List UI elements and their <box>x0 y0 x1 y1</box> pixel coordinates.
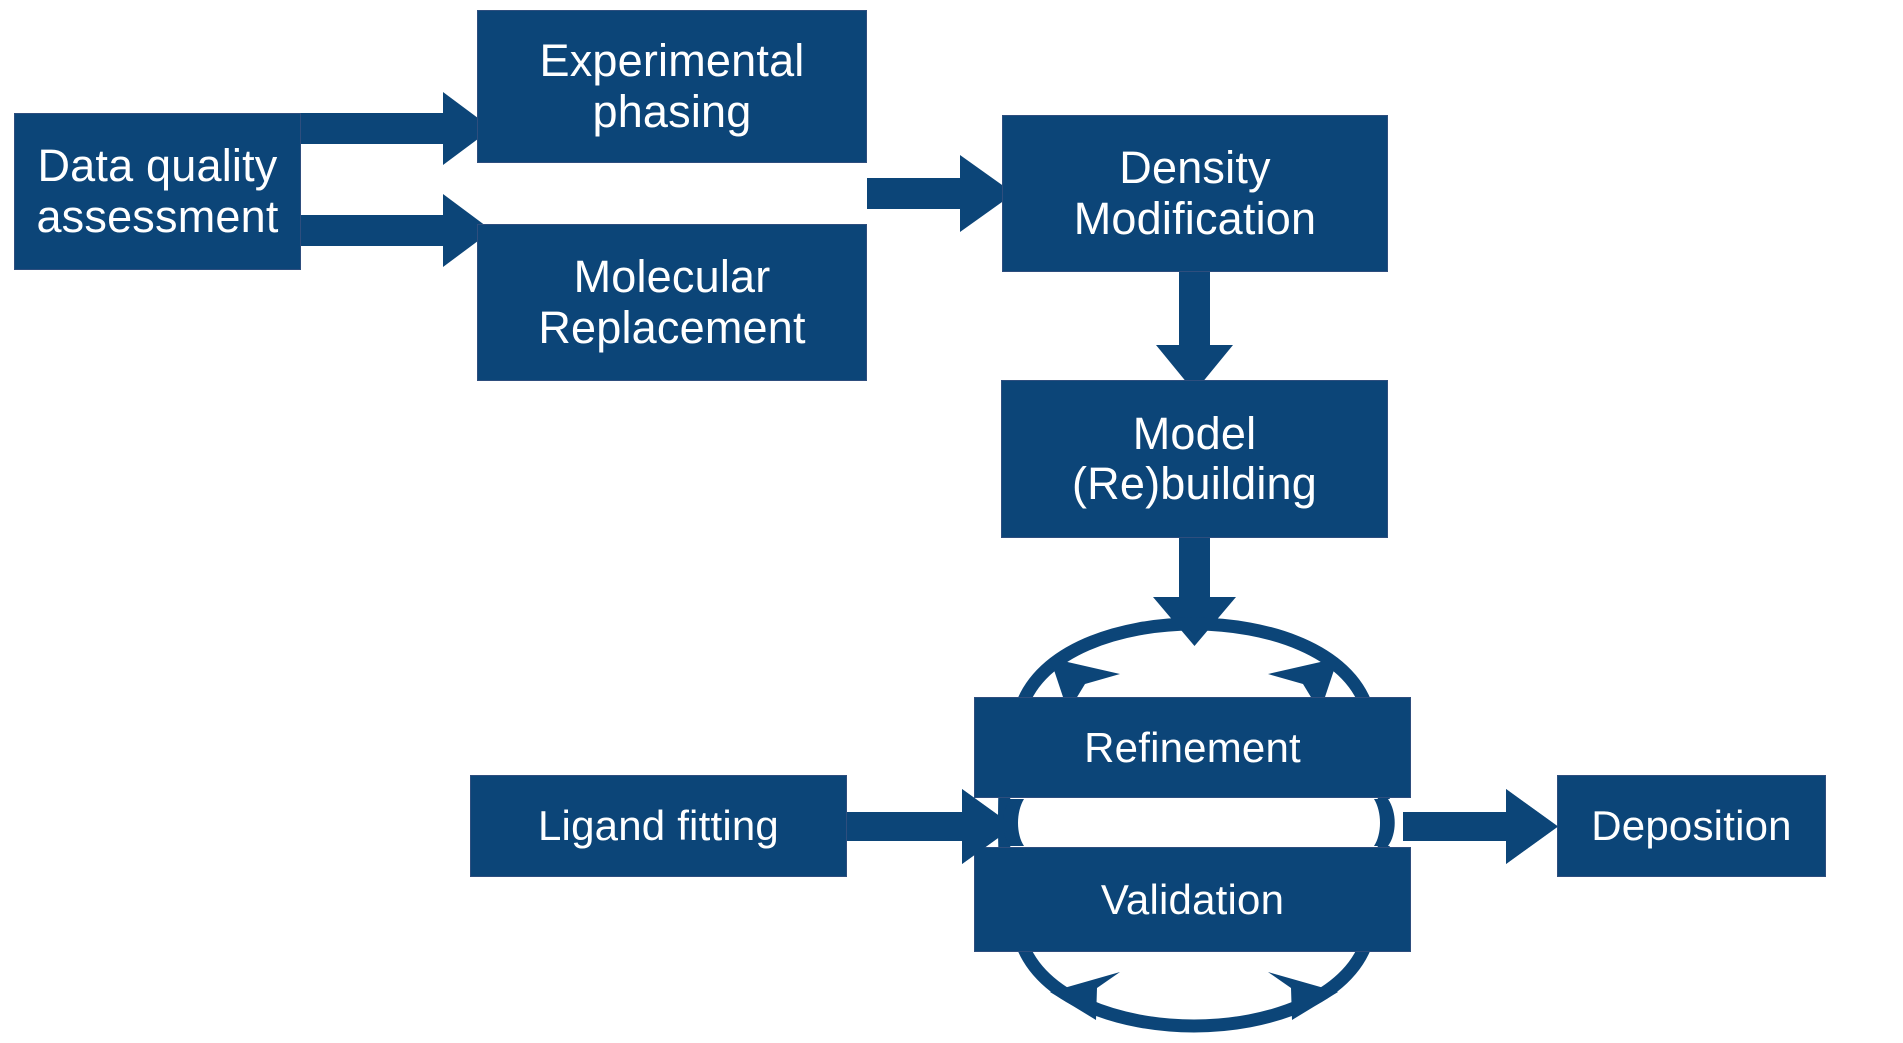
node-refinement-label: Refinement <box>1084 723 1301 771</box>
node-model-rebuilding[interactable]: Model (Re)building <box>1001 380 1388 538</box>
arrow-density-modification-to-model-rebuilding <box>1156 268 1233 392</box>
node-validation-label: Validation <box>1100 875 1285 923</box>
arrow-data-quality-to-experimental-phasing <box>301 92 492 165</box>
node-ligand-fitting[interactable]: Ligand fitting <box>470 775 847 877</box>
arrow-phasing-to-density-modification <box>867 155 1014 232</box>
node-molecular-replacement-label: Molecular Replacement <box>538 251 806 353</box>
node-deposition-label: Deposition <box>1591 802 1792 850</box>
node-experimental-phasing[interactable]: Experimental phasing <box>477 10 867 163</box>
node-validation[interactable]: Validation <box>974 847 1411 952</box>
arrow-cycle-to-deposition <box>1403 789 1558 864</box>
node-experimental-phasing-label: Experimental phasing <box>539 35 805 137</box>
node-data-quality-assessment[interactable]: Data quality assessment <box>14 113 301 270</box>
node-density-modification-label: Density Modification <box>1073 142 1317 244</box>
cycle-arc-bottom <box>1014 934 1374 1033</box>
arrow-data-quality-to-molecular-replacement <box>301 194 492 267</box>
node-model-rebuilding-label: Model (Re)building <box>1071 407 1318 509</box>
node-density-modification[interactable]: Density Modification <box>1002 115 1388 272</box>
node-deposition[interactable]: Deposition <box>1557 775 1826 877</box>
node-molecular-replacement[interactable]: Molecular Replacement <box>477 224 867 381</box>
node-data-quality-assessment-label: Data quality assessment <box>36 140 279 242</box>
node-ligand-fitting-label: Ligand fitting <box>538 802 779 850</box>
arrow-model-rebuilding-to-cycle <box>1153 534 1236 646</box>
node-refinement[interactable]: Refinement <box>974 697 1411 798</box>
